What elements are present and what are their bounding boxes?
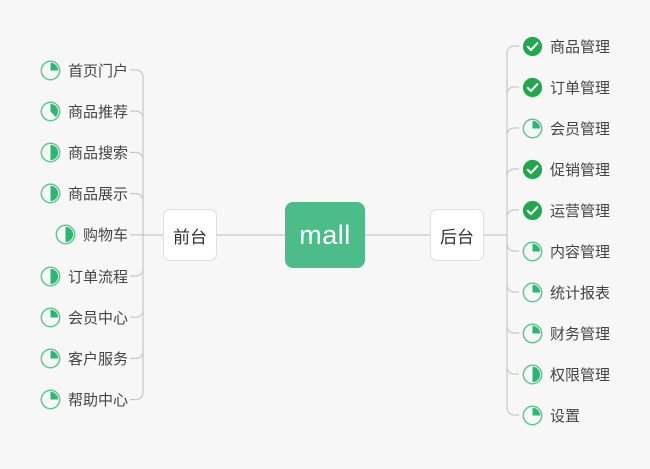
leaf-item-label: 会员中心 [67,309,128,327]
leaf-item-label: 会员管理 [550,120,611,138]
pie-progress-icon [522,118,543,139]
leaf-item-label: 客户服务 [67,350,128,368]
leaf-item-label: 商品管理 [550,38,611,56]
pie-progress-icon [40,101,61,122]
leaf-item[interactable]: 运营管理 [522,197,610,223]
branch-node-frontend[interactable]: 前台 [163,209,217,261]
leaf-item[interactable]: 订单管理 [522,74,610,100]
center-node-mall[interactable]: mall [285,202,365,268]
leaf-item-label: 内容管理 [550,243,611,261]
leaf-item[interactable]: 购物车 [55,222,128,248]
leaf-item-label: 首页门户 [67,62,128,80]
leaf-item[interactable]: 商品搜索 [40,139,128,165]
leaf-item-label: 运营管理 [550,202,611,220]
leaf-item-label: 统计报表 [550,284,611,302]
check-circle-icon [522,200,543,221]
leaf-item[interactable]: 商品管理 [522,33,610,59]
pie-progress-icon [522,364,543,385]
leaf-item[interactable]: 会员管理 [522,115,610,141]
leaf-item-label: 购物车 [82,227,128,245]
center-node-label: mall [299,219,351,250]
leaf-item-label: 商品搜索 [67,144,128,162]
pie-progress-icon [522,405,543,426]
leaf-item[interactable]: 统计报表 [522,279,610,305]
leaf-item-label: 促销管理 [550,161,611,179]
check-circle-icon [522,159,543,180]
branch-node-frontend-label: 前台 [173,227,207,247]
pie-progress-icon [40,389,61,410]
leaf-item[interactable]: 设置 [522,402,580,428]
pie-progress-icon [40,307,61,328]
leaf-item[interactable]: 权限管理 [522,361,610,387]
leaf-item[interactable]: 财务管理 [522,320,610,346]
leaf-item[interactable]: 促销管理 [522,156,610,182]
leaf-item-label: 设置 [550,407,581,425]
pie-progress-icon [40,183,61,204]
pie-progress-icon [55,224,76,245]
leaf-item[interactable]: 会员中心 [40,304,128,330]
leaf-item-label: 财务管理 [550,325,611,343]
leaf-item[interactable]: 客户服务 [40,345,128,371]
leaf-item-label: 商品展示 [67,186,128,204]
pie-progress-icon [40,60,61,81]
pie-progress-icon [40,266,61,287]
leaf-item[interactable]: 帮助中心 [40,387,128,413]
pie-progress-icon [522,282,543,303]
leaf-item-label: 订单管理 [550,79,611,97]
pie-progress-icon [522,241,543,262]
pie-progress-icon [40,348,61,369]
leaf-item-label: 商品推荐 [67,103,128,121]
pie-progress-icon [40,142,61,163]
branch-node-backend-label: 后台 [440,227,474,247]
check-circle-icon [522,77,543,98]
leaf-item[interactable]: 商品推荐 [40,98,128,124]
pie-progress-icon [522,323,543,344]
leaf-item-label: 权限管理 [550,366,611,384]
branch-node-backend[interactable]: 后台 [430,209,484,261]
leaf-item-label: 订单流程 [67,268,128,286]
leaf-item[interactable]: 订单流程 [40,263,128,289]
check-circle-icon [522,36,543,57]
leaf-item[interactable]: 内容管理 [522,238,610,264]
leaf-item[interactable]: 商品展示 [40,181,128,207]
leaf-item-label: 帮助中心 [67,392,128,410]
leaf-item[interactable]: 首页门户 [40,57,128,83]
